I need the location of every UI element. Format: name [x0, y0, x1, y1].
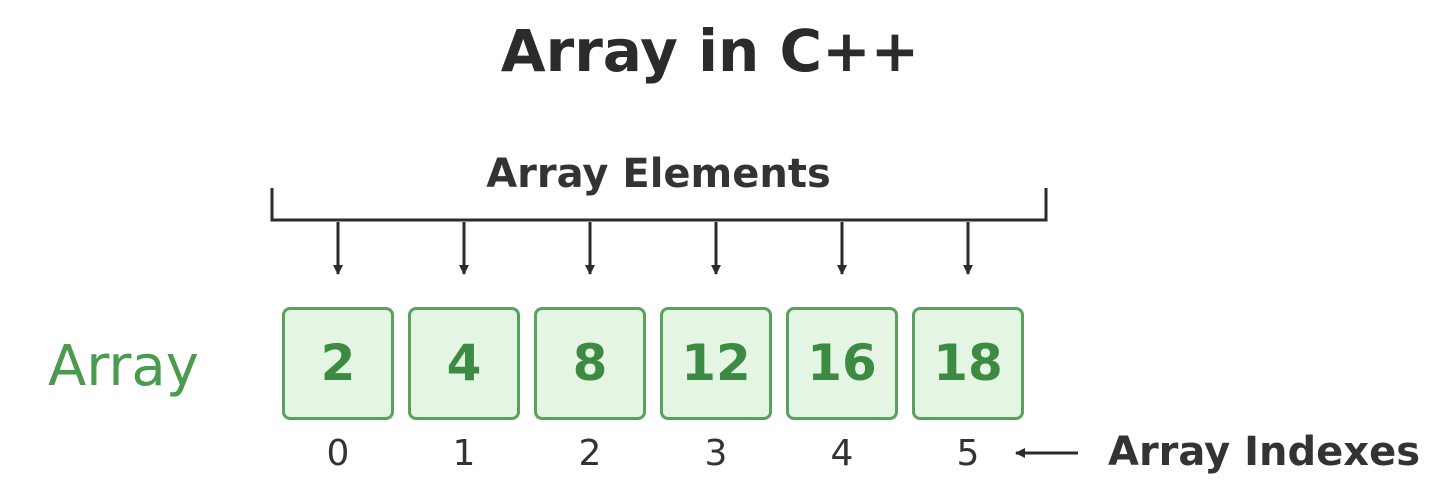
diagram-title: Array in C++	[500, 17, 920, 85]
array-indexes-label: Array Indexes	[1108, 429, 1421, 475]
elements-bracket	[270, 188, 1048, 222]
array-cell-5: 18	[912, 307, 1024, 420]
array-index-0: 0	[326, 433, 350, 474]
array-elements-label: Array Elements	[486, 151, 831, 197]
array-index-2: 2	[578, 433, 602, 474]
array-index-5: 5	[956, 433, 980, 474]
array-index-3: 3	[704, 433, 728, 474]
array-index-1: 1	[452, 433, 476, 474]
array-index-4: 4	[830, 433, 854, 474]
array-cell-4: 16	[786, 307, 898, 420]
array-cell-0: 2	[282, 307, 394, 420]
array-cell-3: 12	[660, 307, 772, 420]
array-cell-1: 4	[408, 307, 520, 420]
array-cell-2: 8	[534, 307, 646, 420]
element-arrows	[333, 222, 973, 275]
array-label: Array	[48, 334, 199, 399]
